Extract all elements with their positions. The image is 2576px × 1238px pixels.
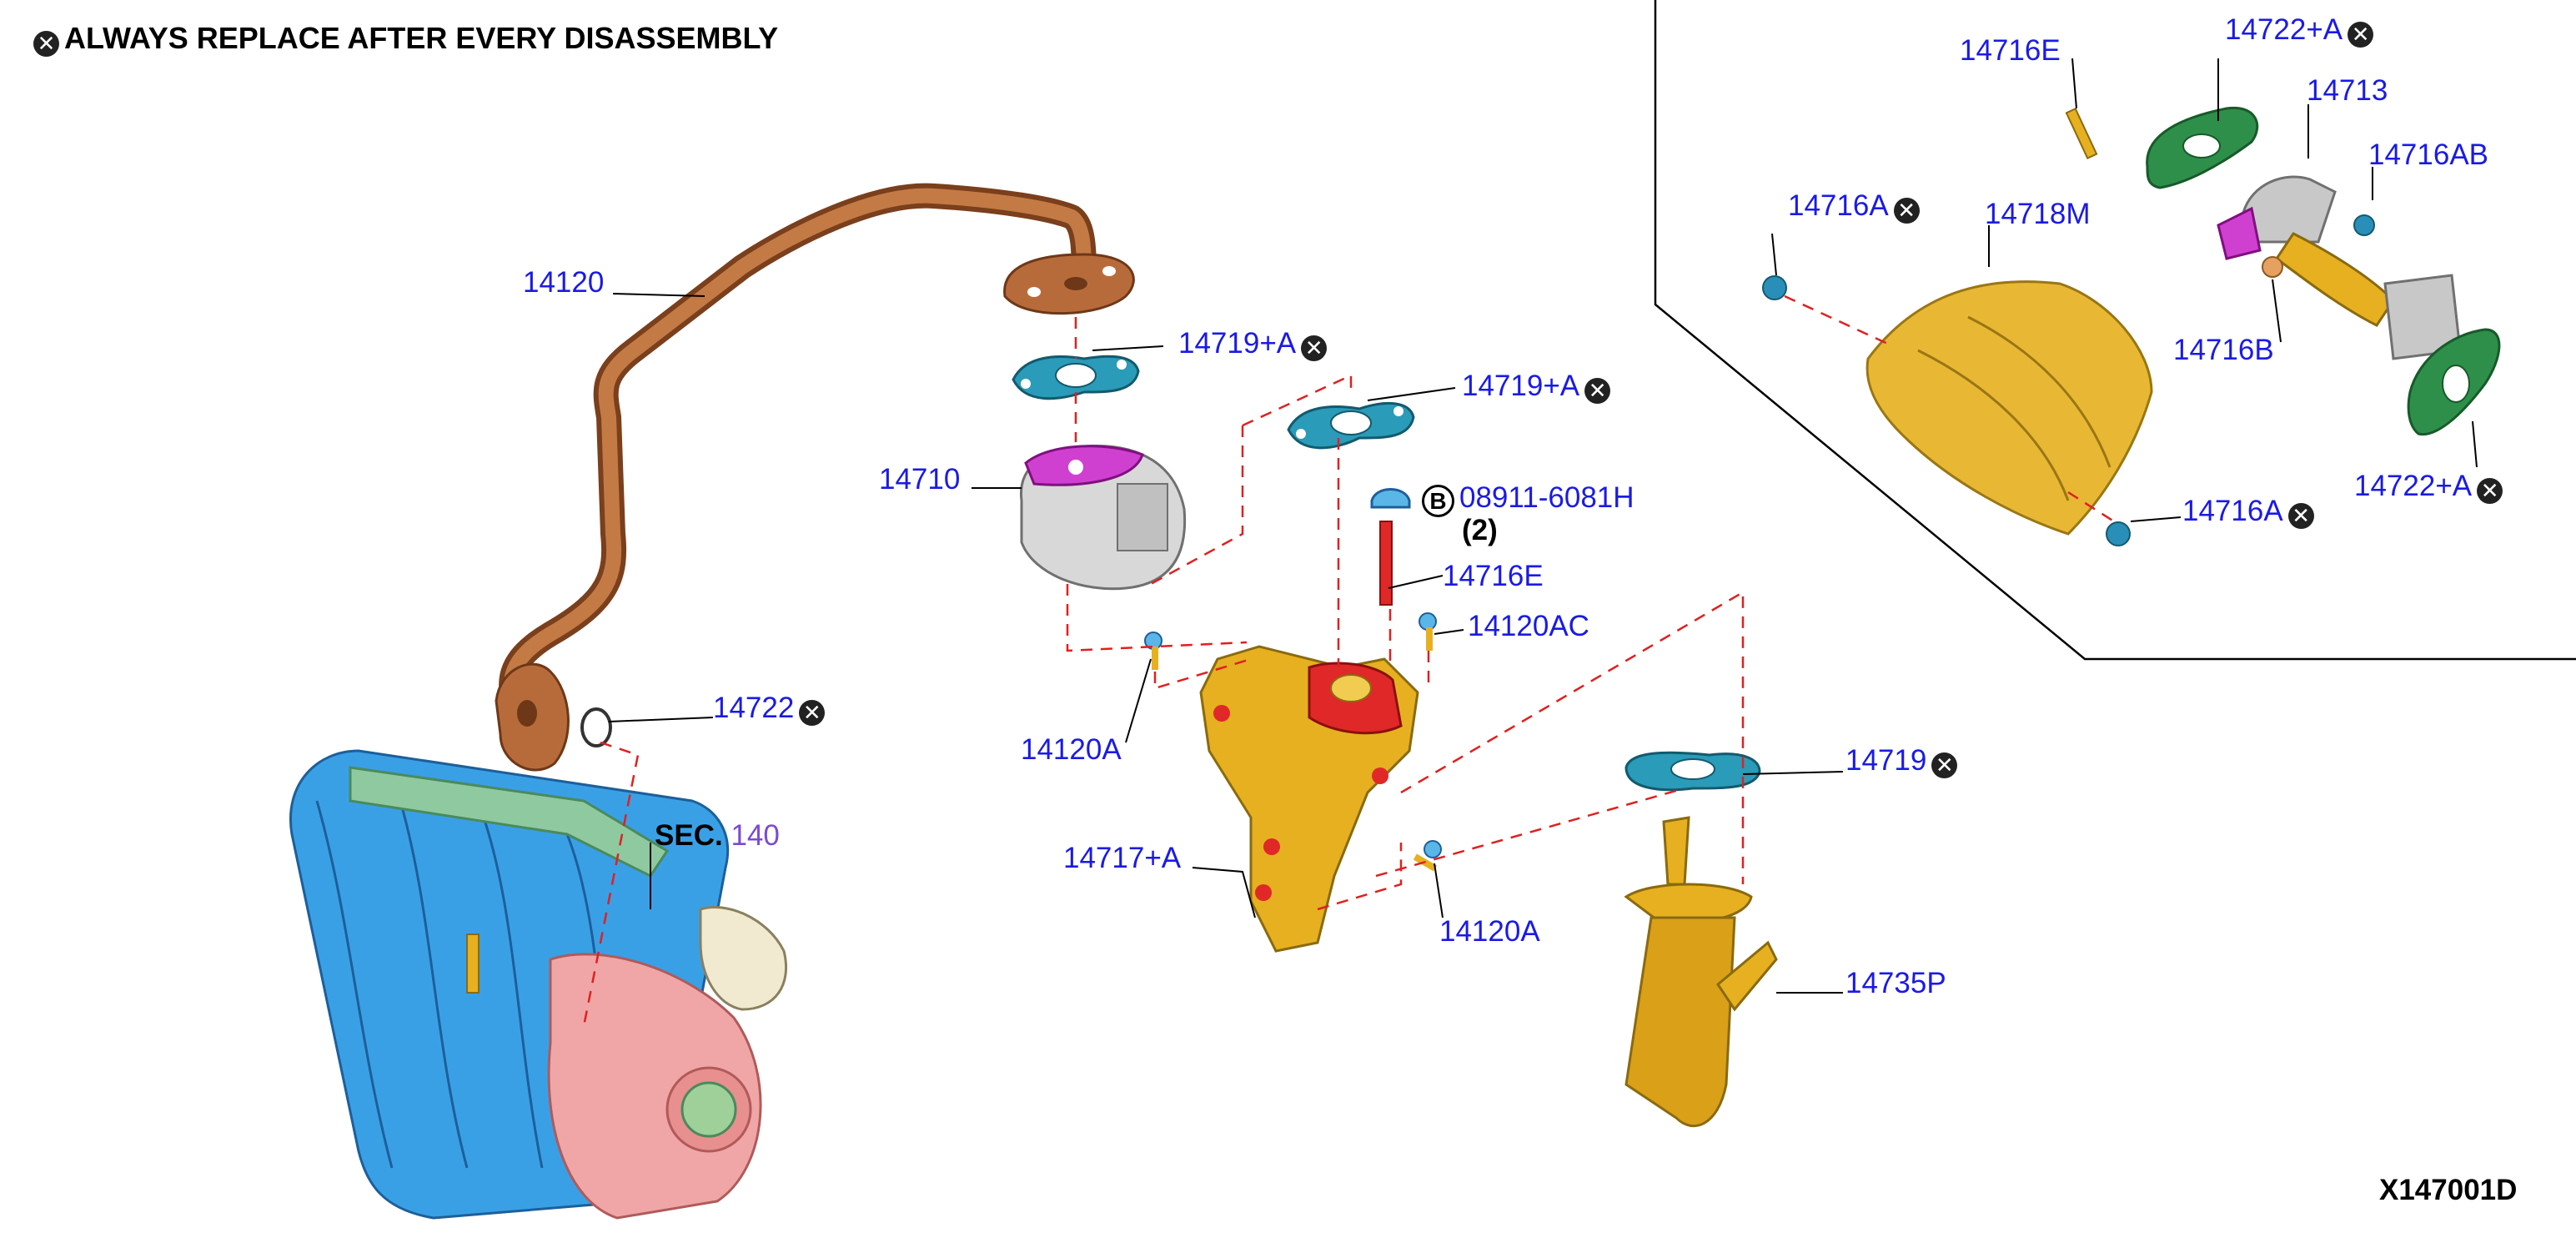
bolt-14120a-upper: [1144, 632, 1162, 670]
replace-mark-icon: ✕: [2287, 503, 2314, 529]
egr-tube-14120: [495, 183, 1135, 772]
bolt-14120ac: [1419, 612, 1437, 651]
replacement-note: ✕ALWAYS REPLACE AFTER EVERY DISASSEMBLY: [33, 23, 778, 57]
egr-valve-14710: [1019, 444, 1187, 591]
replace-mark-icon: ✕: [799, 700, 826, 726]
quantity-08911: (2): [1462, 514, 1498, 546]
inset-label-14716a-top-text: 14716A: [1788, 189, 1889, 222]
inset-nut-14716ab: [2353, 214, 2375, 236]
inset-label-14722a-bottom-text: 14722+A: [2354, 470, 2473, 502]
inset-label-14718m: 14718M: [1985, 198, 2091, 230]
label-14719a-lower: 14719+A✕: [1462, 370, 1611, 404]
section-reference-prefix: SEC.: [655, 819, 723, 852]
label-14717a: 14717+A: [1063, 842, 1182, 874]
label-14716e: 14716E: [1443, 560, 1544, 592]
inset-label-14716e: 14716E: [1960, 34, 2061, 67]
label-14120ac: 14120AC: [1468, 610, 1589, 642]
replace-mark-icon: ✕: [1301, 335, 1328, 361]
replacement-note-text: ALWAYS REPLACE AFTER EVERY DISASSEMBLY: [64, 21, 779, 55]
replace-mark-icon: ✕: [1893, 198, 1920, 224]
leader-lines: [608, 58, 2478, 994]
fastener-08911-6081h: [1370, 488, 1411, 509]
inset-nut-14716b: [2262, 256, 2283, 278]
replace-mark-icon: ✕: [2477, 478, 2503, 504]
inset-label-14716a-top: 14716A✕: [1788, 190, 1920, 224]
inset-gasket-14722a-top: [2146, 106, 2259, 189]
replace-mark-icon: ✕: [33, 31, 59, 57]
inset-nut-14716a-bottom: [2106, 521, 2131, 546]
section-reference: SEC. 140: [655, 820, 780, 852]
gasket-14719: [1624, 751, 1761, 792]
inset-label-14722a-top-text: 14722+A: [2225, 13, 2343, 46]
bolt-14120a-lower: [1413, 840, 1442, 872]
inset-label-14722a-top: 14722+A✕: [2225, 13, 2374, 48]
label-14719a-upper-text: 14719+A: [1178, 327, 1297, 360]
inset-label-14713: 14713: [2307, 74, 2388, 107]
inset-label-14716b: 14716B: [2173, 334, 2274, 366]
figure-code: X147001D: [2379, 1174, 2518, 1206]
replace-mark-icon: ✕: [1584, 378, 1611, 404]
label-14719a-lower-text: 14719+A: [1462, 370, 1580, 402]
section-reference-number: 140: [731, 819, 780, 852]
gasket-14719a-lower: [1287, 401, 1415, 450]
label-14719: 14719✕: [1845, 744, 1958, 778]
inset-label-14716a-bottom-text: 14716A: [2182, 495, 2283, 527]
inset-frame: [1654, 0, 2576, 661]
label-14120: 14120: [523, 266, 605, 299]
label-14710: 14710: [879, 463, 961, 496]
inset-label-14716ab: 14716AB: [2368, 138, 2489, 171]
label-14120a-upper: 14120A: [1021, 733, 1122, 766]
label-14719-text: 14719: [1845, 744, 1927, 777]
reference-b-badge: B: [1422, 485, 1454, 517]
inset-nut-14716a-top: [1762, 275, 1787, 300]
stud-14716e: [1379, 521, 1393, 606]
o-ring-14722: [580, 707, 612, 747]
gasket-14719a-upper: [1012, 355, 1140, 400]
inset-label-14716a-bottom: 14716A✕: [2182, 496, 2314, 529]
inset-label-14722a-bottom: 14722+A✕: [2354, 471, 2503, 504]
replace-mark-icon: ✕: [2348, 22, 2374, 48]
label-14722-text: 14722: [713, 692, 795, 724]
egr-cooler-14735p: [1624, 816, 1778, 1127]
label-14719a-upper: 14719+A✕: [1178, 327, 1328, 361]
inset-stud-14716e: [2065, 107, 2098, 160]
replace-mark-icon: ✕: [1931, 752, 1958, 778]
inset-egr-tube-14713: [2217, 175, 2462, 360]
label-14120a-lower: 14120A: [1439, 915, 1540, 948]
inset-gasket-14722a-bottom: [2407, 328, 2501, 436]
alignment-lines: [582, 294, 2115, 1027]
label-08911-6081h-text: 08911-6081H: [1459, 481, 1634, 514]
label-14722: 14722✕: [713, 692, 826, 726]
label-14735p: 14735P: [1845, 967, 1946, 999]
bracket-14717a: [1199, 645, 1419, 953]
inset-heat-shield-14718m: [1865, 280, 2153, 536]
